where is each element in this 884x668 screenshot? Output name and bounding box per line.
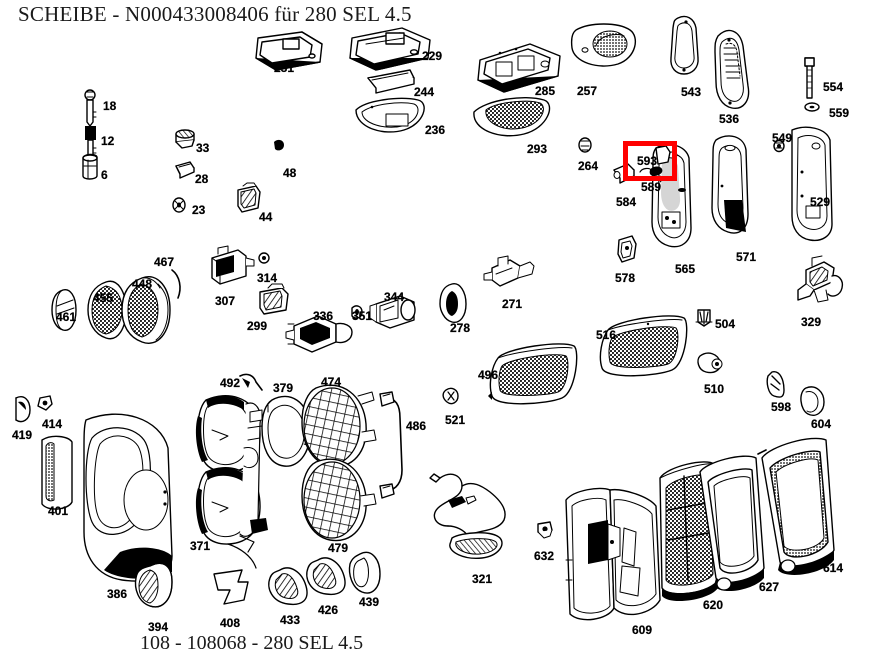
callout-492[interactable]: 492	[220, 376, 241, 390]
callout-344[interactable]: 344	[384, 290, 405, 304]
callout-293[interactable]: 293	[527, 142, 548, 156]
callout-229[interactable]: 229	[422, 49, 443, 63]
callout-18[interactable]: 18	[103, 99, 117, 113]
callout-479[interactable]: 479	[328, 541, 349, 555]
callout-433[interactable]: 433	[280, 613, 301, 627]
callout-439[interactable]: 439	[359, 595, 380, 609]
callout-461[interactable]: 461	[56, 310, 77, 324]
callout-598[interactable]: 598	[771, 400, 792, 414]
callout-510[interactable]: 510	[704, 382, 725, 396]
callout-632[interactable]: 632	[534, 549, 555, 563]
callout-559[interactable]: 559	[829, 106, 850, 120]
callout-593[interactable]: 593	[637, 154, 658, 168]
callout-426[interactable]: 426	[318, 603, 339, 617]
callout-314[interactable]: 314	[257, 271, 278, 285]
callout-299[interactable]: 299	[247, 319, 268, 333]
callout-455[interactable]: 455	[93, 291, 114, 305]
callout-536[interactable]: 536	[719, 112, 740, 126]
callout-486[interactable]: 486	[406, 419, 427, 433]
callout-28[interactable]: 28	[195, 172, 209, 186]
callout-565[interactable]: 565	[675, 262, 696, 276]
callout-589[interactable]: 589	[641, 180, 662, 194]
callout-504[interactable]: 504	[715, 317, 736, 331]
callout-584[interactable]: 584	[616, 195, 637, 209]
callout-419[interactable]: 419	[12, 428, 33, 442]
callout-627[interactable]: 627	[759, 580, 780, 594]
callout-474[interactable]: 474	[321, 375, 342, 389]
callout-329[interactable]: 329	[801, 315, 822, 329]
callout-12[interactable]: 12	[101, 134, 115, 148]
callout-351[interactable]: 351	[352, 309, 373, 323]
callout-467[interactable]: 467	[154, 255, 175, 269]
callout-251[interactable]: 251	[274, 61, 295, 75]
callout-285[interactable]: 285	[535, 84, 556, 98]
callout-44[interactable]: 44	[259, 210, 273, 224]
callout-6[interactable]: 6	[101, 168, 108, 182]
callout-264[interactable]: 264	[578, 159, 599, 173]
callout-408[interactable]: 408	[220, 616, 241, 630]
callout-614[interactable]: 614	[823, 561, 844, 575]
callout-48[interactable]: 48	[283, 166, 297, 180]
callout-379[interactable]: 379	[273, 381, 294, 395]
callout-496[interactable]: 496	[478, 368, 499, 382]
callout-386[interactable]: 386	[107, 587, 128, 601]
callout-271[interactable]: 271	[502, 297, 523, 311]
callout-620[interactable]: 620	[703, 598, 724, 612]
callout-321[interactable]: 321	[472, 572, 493, 586]
callout-236[interactable]: 236	[425, 123, 446, 137]
callout-554[interactable]: 554	[823, 80, 844, 94]
page-title: SCHEIBE - N000433008406 für 280 SEL 4.5	[18, 2, 412, 26]
callout-521[interactable]: 521	[445, 413, 466, 427]
callout-529[interactable]: 529	[810, 195, 831, 209]
callout-578[interactable]: 578	[615, 271, 636, 285]
callout-371[interactable]: 371	[190, 539, 211, 553]
callout-401[interactable]: 401	[48, 504, 69, 518]
callout-307[interactable]: 307	[215, 294, 236, 308]
callout-448[interactable]: 448	[132, 277, 153, 291]
callout-609[interactable]: 609	[632, 623, 653, 637]
page-caption: 108 - 108068 - 280 SEL 4.5	[140, 632, 364, 654]
callout-414[interactable]: 414	[42, 417, 63, 431]
callout-516[interactable]: 516	[596, 328, 617, 342]
callout-244[interactable]: 244	[414, 85, 435, 99]
callout-336[interactable]: 336	[313, 309, 334, 323]
callout-33[interactable]: 33	[196, 141, 210, 155]
callout-571[interactable]: 571	[736, 250, 757, 264]
callout-604[interactable]: 604	[811, 417, 832, 431]
callout-394[interactable]: 394	[148, 620, 169, 634]
callout-543[interactable]: 543	[681, 85, 702, 99]
callout-549[interactable]: 549	[772, 131, 793, 145]
callout-278[interactable]: 278	[450, 321, 471, 335]
callout-23[interactable]: 23	[192, 203, 206, 217]
callout-257[interactable]: 257	[577, 84, 598, 98]
